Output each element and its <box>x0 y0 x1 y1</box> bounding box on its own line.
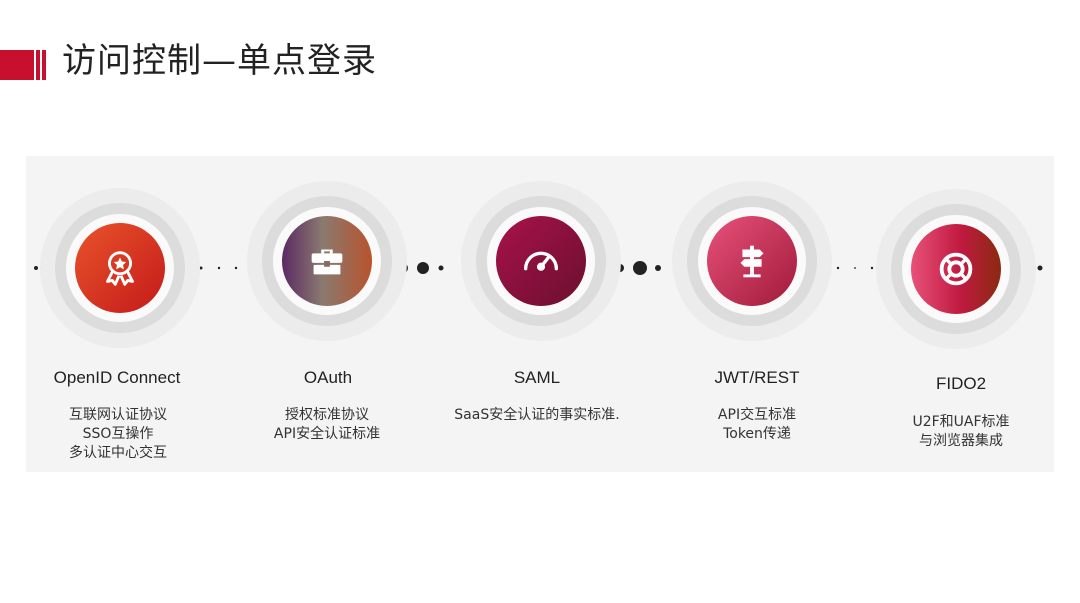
page-title: 访问控制—单点登录 <box>62 41 377 81</box>
protocol-description: API交互标准 Token传递 <box>717 407 797 442</box>
protocol-name: OpenID Connect <box>53 368 181 387</box>
protocol-name: SAML <box>513 368 561 387</box>
award-ribbon-icon <box>75 223 165 313</box>
protocol-name: FIDO2 <box>935 374 987 393</box>
protocol-description: SaaS安全认证的事实标准. <box>454 407 620 423</box>
briefcase-icon <box>282 216 372 306</box>
protocol-node-oauth <box>247 181 417 351</box>
protocol-description: 授权标准协议 API安全认证标准 <box>273 407 381 442</box>
protocol-node-openid <box>40 188 210 358</box>
protocol-node-fido2 <box>876 189 1046 359</box>
protocol-name: OAuth <box>303 368 353 387</box>
signpost-icon <box>707 216 797 306</box>
protocol-description: 互联网认证协议 SSO互操作 多认证中心交互 <box>69 407 167 461</box>
gauge-icon <box>496 216 586 306</box>
protocol-description: U2F和UAF标准 与浏览器集成 <box>912 414 1010 449</box>
protocol-name: JWT/REST <box>714 368 800 387</box>
lifebuoy-icon <box>911 224 1001 314</box>
protocol-node-saml <box>461 181 631 351</box>
protocol-node-jwt-rest <box>672 181 842 351</box>
